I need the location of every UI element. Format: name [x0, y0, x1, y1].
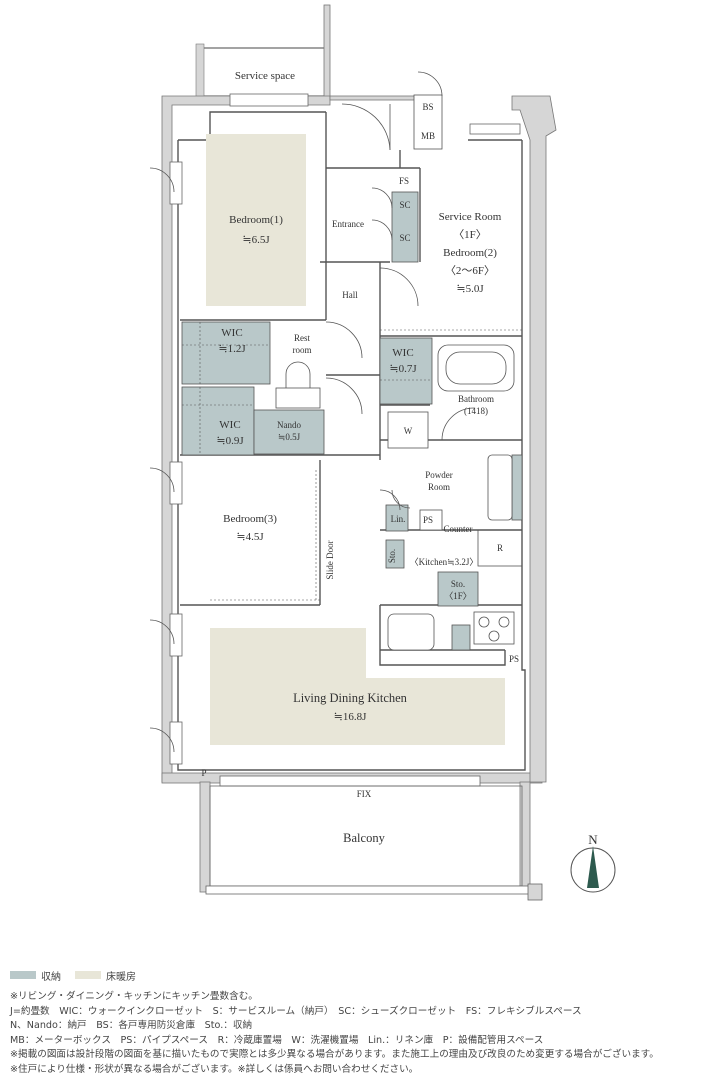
legend-swatch-floor-heating [75, 971, 101, 979]
label-bedroom-3: Bedroom(3) [223, 513, 277, 525]
floor-plan: N Service space BS MB FS SC SC Entrance … [149, 4, 616, 901]
label-ps-1: PS [423, 515, 433, 525]
label-wic-1: WIC [221, 327, 242, 339]
label-washer: W [404, 426, 413, 436]
label-ps-2: PS [509, 654, 519, 664]
label-fs: FS [399, 176, 409, 186]
label-wic-3: WIC [219, 419, 240, 431]
label-mb: MB [421, 131, 435, 141]
legend: 収納 床暖房 [10, 968, 150, 983]
label-refrigerator: R [497, 543, 503, 553]
legend-label-floor-heating: 床暖房 [106, 971, 136, 983]
label-bedroom-1: Bedroom(1) [229, 214, 283, 226]
note-line: ※掲載の図面は設計段階の図面を基に描いたもので実際とは多少異なる場合があります。… [10, 1049, 659, 1060]
door-swings [149, 71, 475, 753]
service-space-area [195, 4, 331, 99]
note-line: J=約畳数 WIC：ウォークインクローゼット S：サービスルーム（納戸） SC：… [10, 1005, 582, 1017]
label-slide-door: Slide Door [325, 540, 335, 579]
wic-shelf-lines [182, 322, 522, 601]
label-wic-2: WIC [392, 347, 413, 359]
label-ldk: Living Dining Kitchen [293, 691, 408, 705]
label-nando-size: ≒0.5J [278, 432, 301, 442]
label-bedroom-3-size: ≒4.5J [236, 531, 264, 543]
label-bedroom-2: Bedroom(2) [443, 247, 497, 259]
note-line: MB：メーターボックス PS：パイプスペース R：冷蔵庫置場 W：洗濯機置場 L… [10, 1034, 544, 1046]
label-storage-2-floor: 〈1F〉 [444, 591, 472, 601]
label-bedroom-2-floor: 〈2～6F〉 [445, 264, 495, 277]
label-service-space: Service space [235, 70, 295, 82]
notes: ※リビング・ダイニング・キッチンにキッチン畳数含む。 J=約畳数 WIC：ウォー… [10, 990, 705, 1077]
label-service-room-floor: 〈1F〉 [453, 228, 487, 241]
label-ldk-size: ≒16.8J [334, 711, 367, 723]
compass-label: N [588, 832, 598, 847]
label-storage-2: Sto. [451, 579, 465, 589]
label-sc-1: SC [399, 200, 410, 210]
legend-swatch-storage [10, 971, 36, 979]
label-service-room-size: ≒5.0J [456, 283, 484, 295]
fixtures [275, 344, 523, 651]
balcony-area [205, 785, 543, 901]
label-balcony: Balcony [343, 831, 385, 845]
storage-zones [181, 94, 523, 651]
label-linen: Lin. [391, 514, 406, 524]
legend-item-storage: 収納 [10, 968, 61, 983]
note-line: N、Nando：納戸 BS：各戸専用防災倉庫 Sto.：収納 [10, 1020, 253, 1031]
label-wic-1-size: ≒1.2J [218, 343, 246, 355]
label-p: P [201, 768, 206, 778]
label-hall: Hall [342, 290, 358, 300]
label-bathroom-size: (1418) [464, 406, 488, 416]
north-arrow-icon: N [570, 832, 616, 893]
label-bedroom-1-size: ≒6.5J [242, 234, 270, 246]
label-service-room: Service Room [439, 211, 502, 223]
label-restroom-1: Rest [294, 333, 311, 343]
label-sc-2: SC [399, 233, 410, 243]
label-powder-room-2: Room [428, 482, 450, 492]
legend-item-floor-heating: 床暖房 [75, 968, 136, 983]
label-bathroom: Bathroom [458, 394, 494, 404]
label-kitchen: 〈Kitchen≒3.2J〉 [410, 557, 479, 567]
label-wic-2-size: ≒0.7J [389, 363, 417, 375]
label-bs: BS [422, 102, 433, 112]
label-wic-3-size: ≒0.9J [216, 435, 244, 447]
label-storage-1: Sto. [387, 549, 397, 563]
label-restroom-2: room [293, 345, 312, 355]
room-labels: Service space BS MB FS SC SC Entrance Ha… [201, 70, 519, 845]
note-line: ※住戸により仕様・形状が異なる場合がございます。※詳しくは係員へお問い合わせくだ… [10, 1063, 419, 1075]
label-fix: FIX [357, 789, 372, 799]
windows [169, 93, 521, 787]
floor-heating-zones [206, 134, 505, 745]
label-powder-room-1: Powder [425, 470, 453, 480]
note-line: ※リビング・ダイニング・キッチンにキッチン畳数含む。 [10, 991, 258, 1002]
label-nando: Nando [277, 420, 301, 430]
label-counter: Counter [444, 524, 473, 534]
legend-label-storage: 収納 [41, 971, 61, 983]
label-entrance: Entrance [332, 219, 364, 229]
